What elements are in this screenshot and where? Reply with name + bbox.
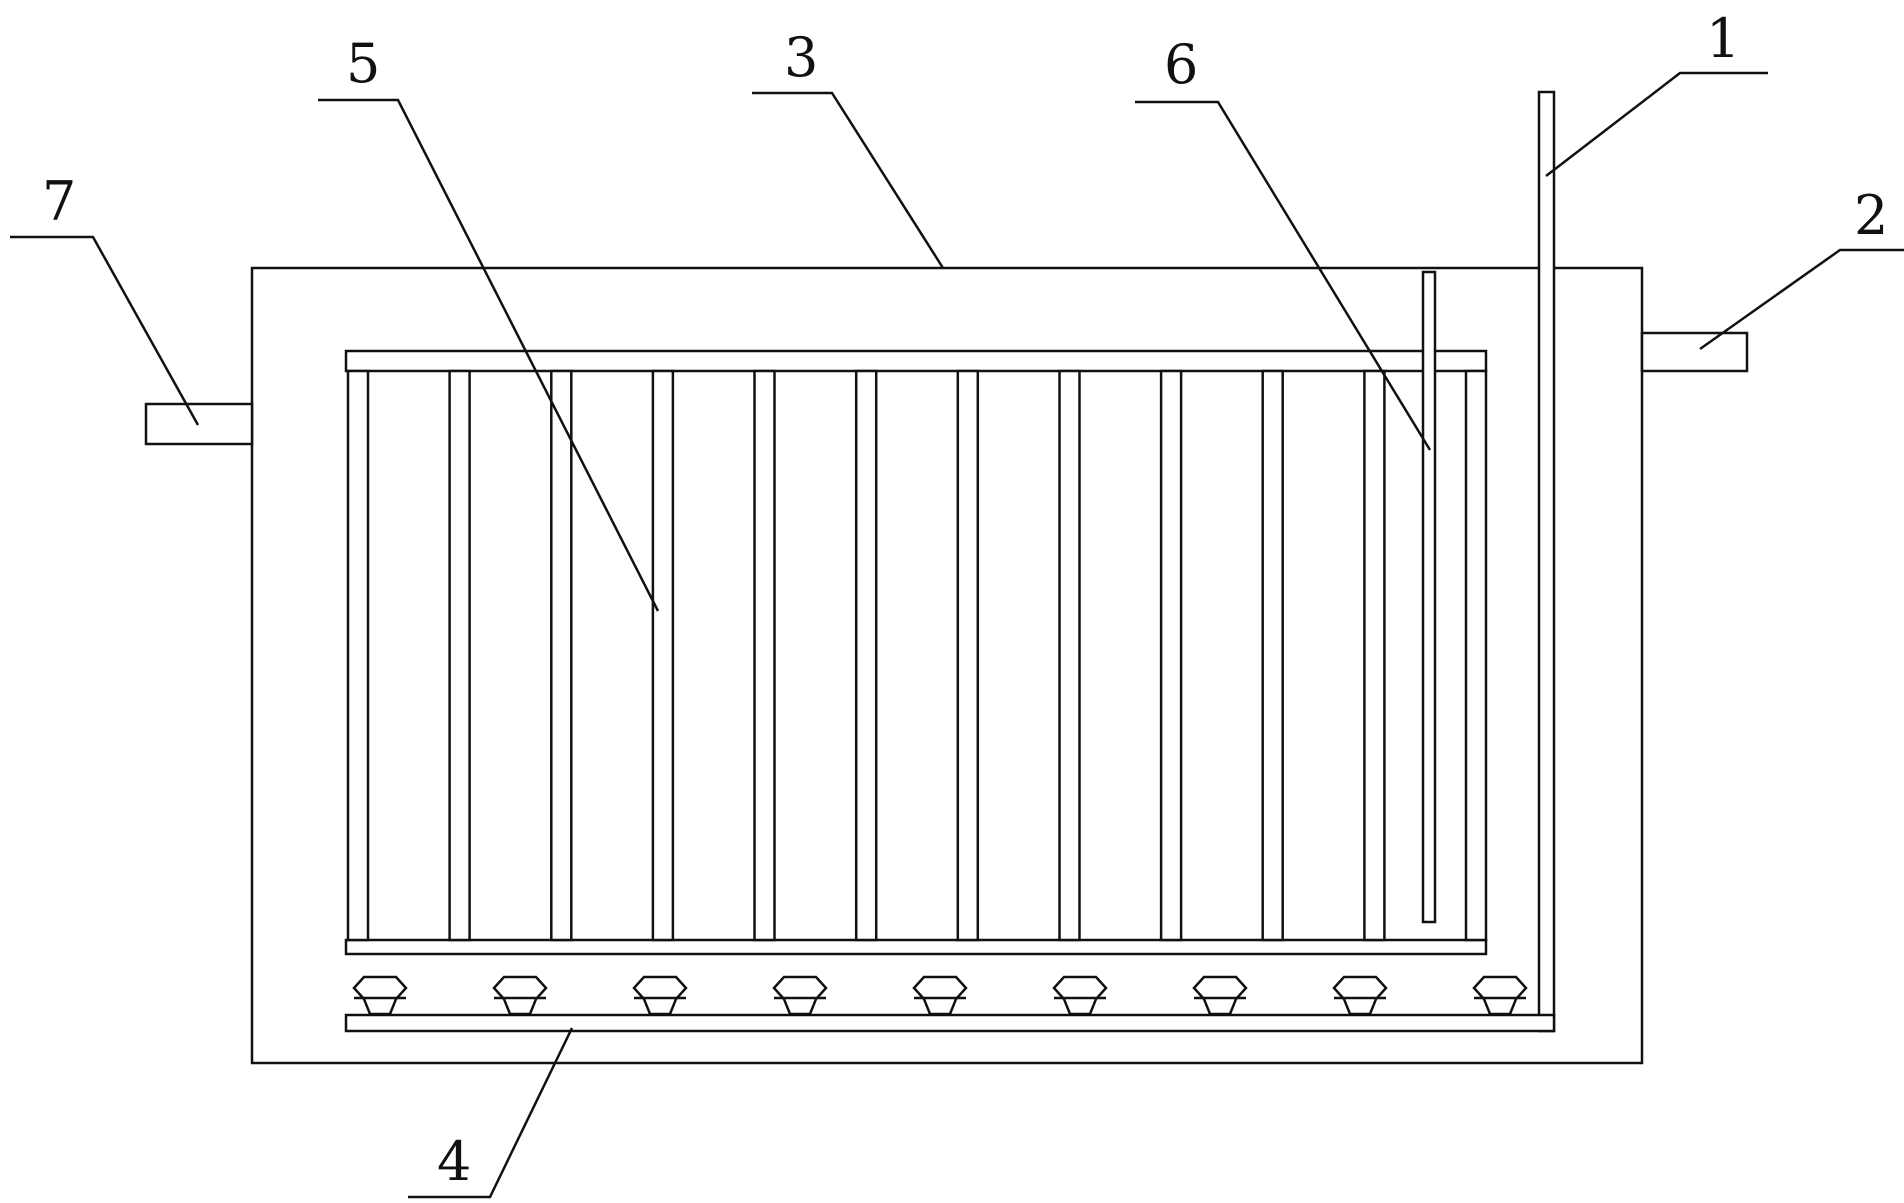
label-6: 6 <box>1164 33 1198 96</box>
outlet-pipe <box>144 402 254 446</box>
label-3: 3 <box>784 26 818 89</box>
diffuser <box>1192 975 1248 1016</box>
leader-7 <box>10 235 200 426</box>
membrane-sheet <box>550 369 573 942</box>
leader-3 <box>752 91 945 269</box>
diffuser <box>1332 975 1388 1016</box>
inlet-pipe <box>1640 331 1749 373</box>
diffuser-group <box>352 975 1528 1016</box>
membrane-sheet <box>651 369 675 942</box>
aeration-pipe-horizontal <box>344 1013 1556 1033</box>
tank-body <box>250 266 1644 1065</box>
aeration-pipe-vertical <box>1537 90 1556 1033</box>
membrane-sheet <box>956 369 980 942</box>
membrane-sheet <box>1464 369 1488 942</box>
membrane-group <box>346 369 1488 942</box>
leader-6 <box>1135 100 1432 451</box>
diffuser <box>632 975 688 1016</box>
membrane-sheet <box>1159 369 1183 942</box>
leader-4 <box>408 1027 574 1199</box>
label-1: 1 <box>1706 7 1740 70</box>
module-bottom-rail <box>344 938 1488 956</box>
leader-1 <box>1545 71 1768 177</box>
diffuser <box>772 975 828 1016</box>
suction-pipe <box>1421 270 1437 924</box>
membrane-sheet <box>448 369 471 942</box>
membrane-sheet <box>854 369 878 942</box>
membrane-sheet <box>1058 369 1081 942</box>
module-top-rail <box>344 349 1488 373</box>
membrane-sheet <box>753 369 776 942</box>
membrane-sheet <box>1363 369 1386 942</box>
label-5: 5 <box>346 32 380 95</box>
label-4: 4 <box>437 1130 471 1193</box>
diffuser <box>912 975 968 1016</box>
diffuser <box>1052 975 1108 1016</box>
membrane-sheet <box>346 369 370 942</box>
diffuser <box>492 975 548 1016</box>
membrane-sheet <box>1261 369 1284 942</box>
label-2: 2 <box>1854 184 1888 247</box>
leader-5 <box>318 98 660 612</box>
diffuser <box>352 975 408 1016</box>
diffuser <box>1472 975 1528 1016</box>
label-7: 7 <box>42 170 76 233</box>
leader-2 <box>1699 248 1904 351</box>
